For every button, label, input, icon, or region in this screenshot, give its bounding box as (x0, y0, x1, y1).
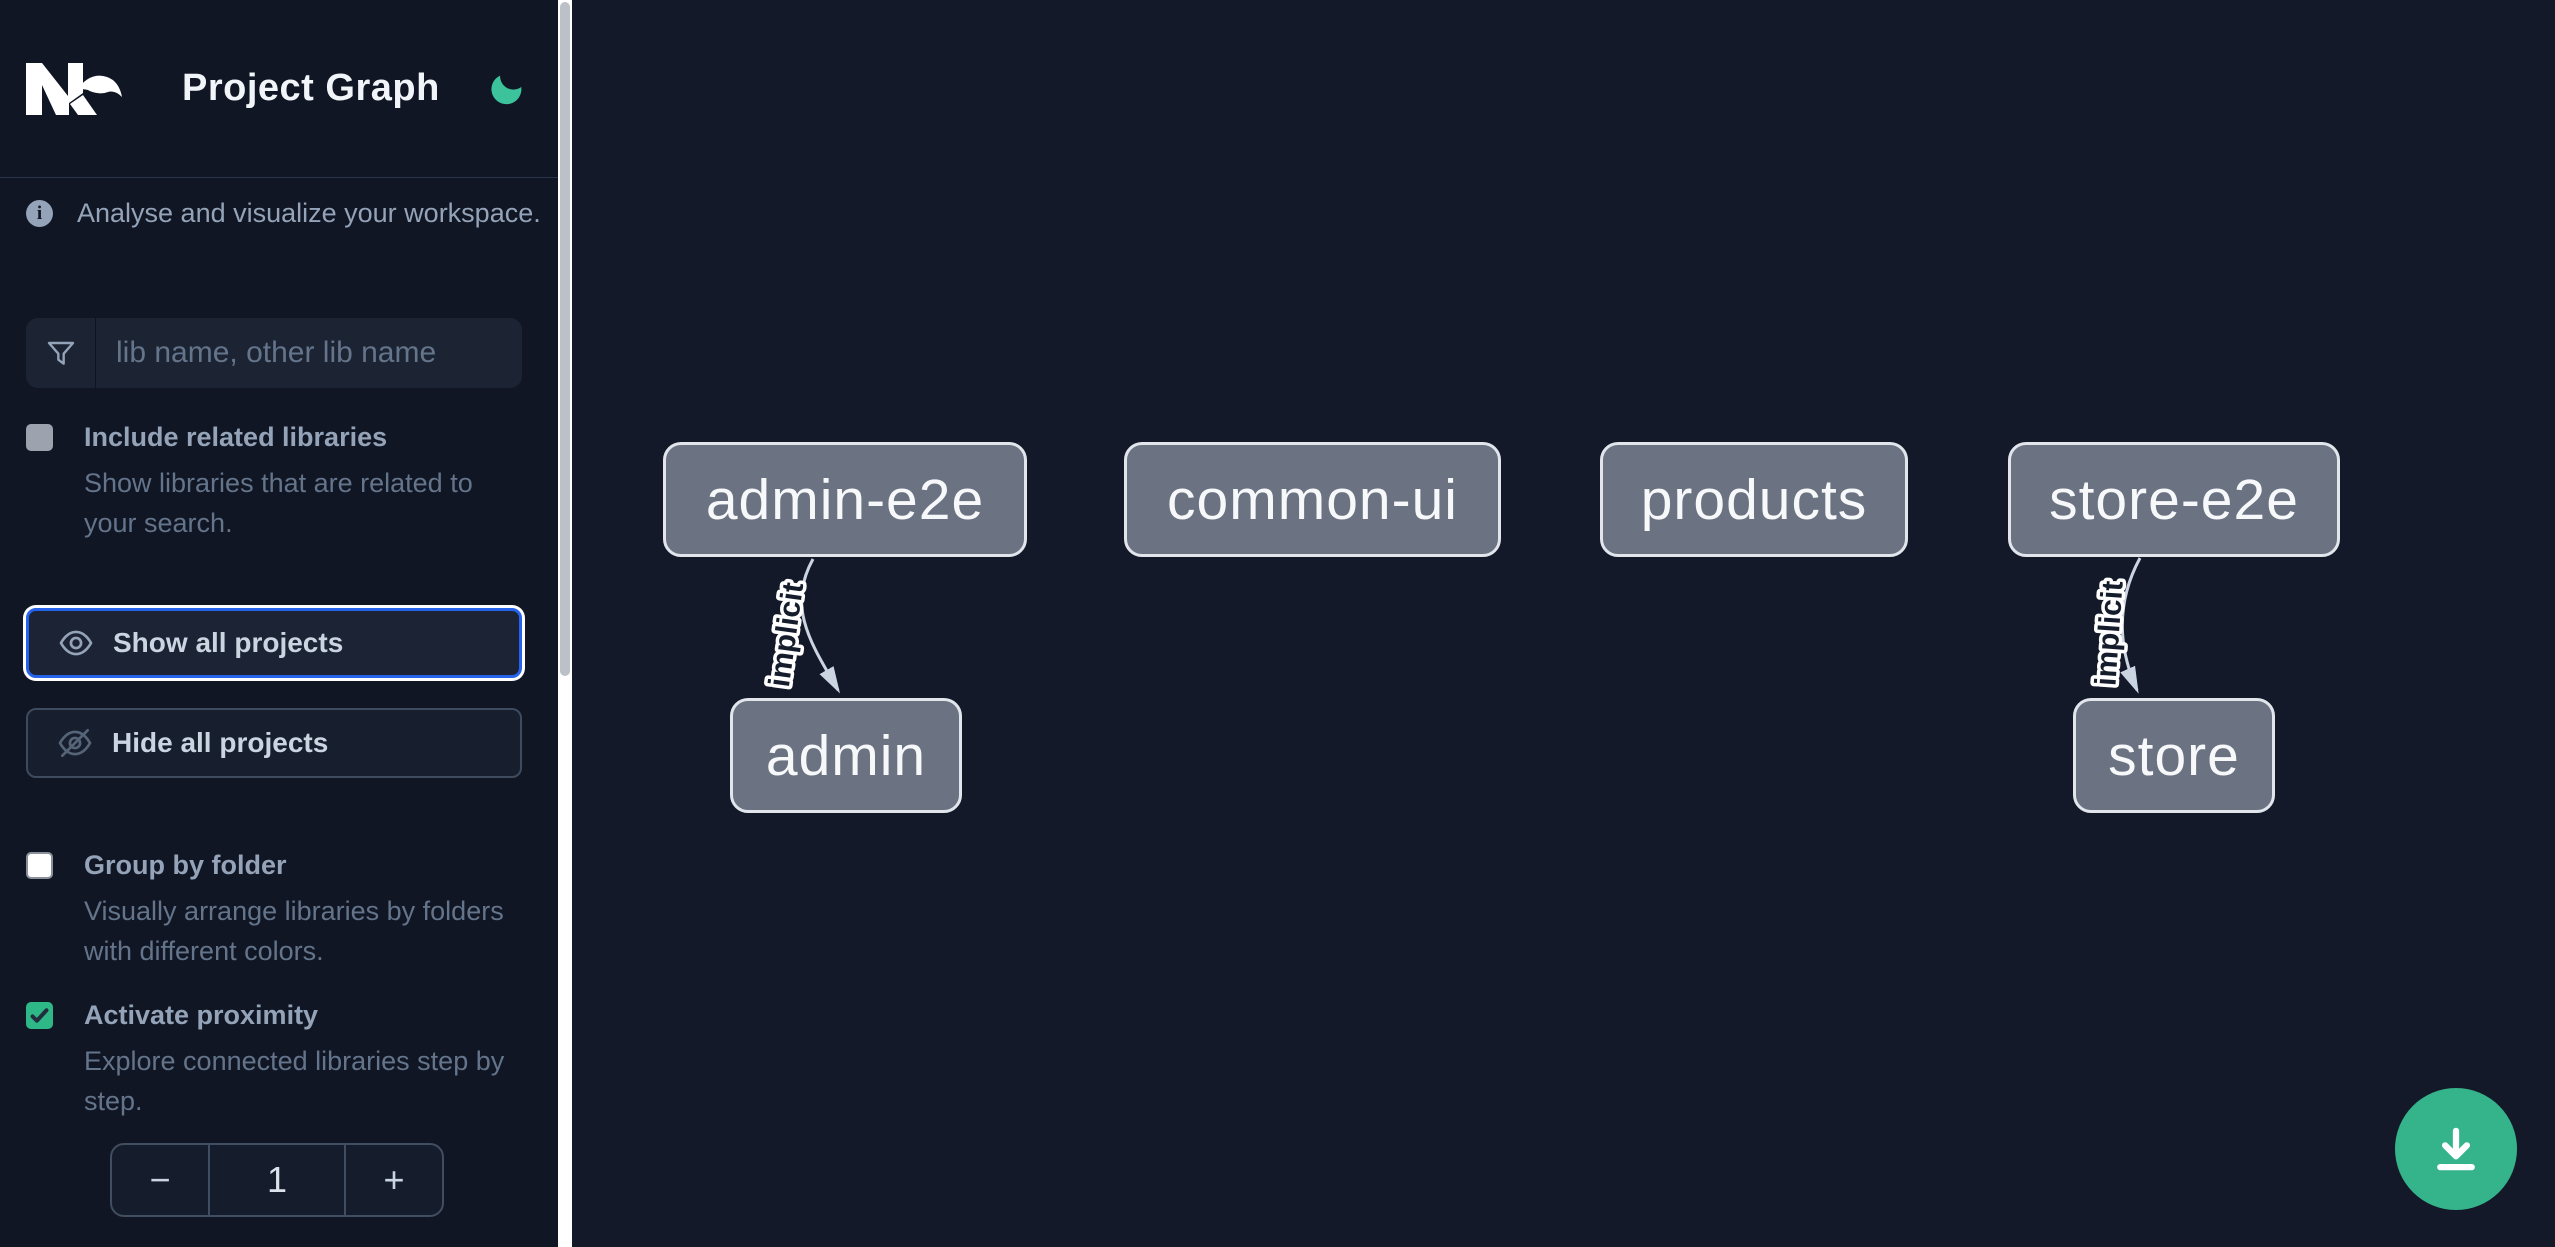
edge-label-implicit-1: implicit (763, 580, 810, 689)
eye-off-icon (56, 724, 94, 762)
edge-admin-e2e-to-admin (800, 558, 841, 694)
node-products[interactable]: products (1600, 442, 1908, 557)
graph-canvas[interactable]: implicit implicit admin-e2e common-ui pr… (572, 0, 2555, 1247)
scrollbar-thumb[interactable] (560, 2, 570, 676)
decrement-button[interactable]: − (112, 1145, 208, 1215)
toggle-group-by-folder: Group by folder Visually arrange librari… (26, 850, 526, 971)
node-label: products (1640, 467, 1868, 532)
toggle-include-related: Include related libraries Show libraries… (26, 422, 526, 543)
group-by-folder-checkbox[interactable] (26, 852, 53, 879)
sidebar-header: Project Graph (0, 0, 558, 178)
edge-label-implicit-2: implicit (2089, 580, 2129, 687)
info-text: Analyse and visualize your workspace. (77, 198, 541, 228)
eye-icon (57, 624, 95, 662)
page-title: Project Graph (182, 67, 440, 109)
theme-toggle-button[interactable] (484, 67, 528, 111)
node-admin[interactable]: admin (730, 698, 962, 813)
node-label: store-e2e (2049, 467, 2299, 532)
show-all-projects-label: Show all projects (113, 627, 344, 658)
show-all-projects-button[interactable]: Show all projects (26, 608, 522, 678)
node-admin-e2e[interactable]: admin-e2e (663, 442, 1027, 557)
hide-all-projects-label: Hide all projects (112, 727, 329, 758)
node-store[interactable]: store (2073, 698, 2275, 813)
edge-store-e2e-to-store (2120, 557, 2142, 694)
sidebar: Project Graph i Analyse and visualize yo… (0, 0, 572, 1247)
node-label: common-ui (1167, 467, 1458, 532)
download-graph-button[interactable] (2395, 1088, 2517, 1210)
download-icon (2437, 1127, 2475, 1171)
group-by-folder-label: Group by folder (84, 850, 287, 880)
proximity-depth-stepper: − 1 + (110, 1143, 444, 1217)
include-related-checkbox[interactable] (26, 424, 53, 451)
workspace-info: i Analyse and visualize your workspace. (26, 198, 541, 229)
node-store-e2e[interactable]: store-e2e (2008, 442, 2340, 557)
increment-button[interactable]: + (346, 1145, 442, 1215)
node-label: store (2108, 723, 2240, 788)
moon-icon (491, 75, 522, 104)
hide-all-projects-button[interactable]: Hide all projects (26, 708, 522, 778)
node-label: admin-e2e (705, 467, 985, 532)
sidebar-scrollbar[interactable] (558, 0, 572, 1247)
node-label: admin (765, 723, 927, 788)
filter-search-box (26, 318, 522, 388)
activate-proximity-checkbox[interactable] (26, 1002, 53, 1029)
node-common-ui[interactable]: common-ui (1124, 442, 1501, 557)
include-related-label: Include related libraries (84, 422, 388, 452)
dependency-edges: implicit implicit (759, 557, 2142, 694)
check-icon (30, 1008, 49, 1023)
nx-logo (26, 62, 122, 115)
filter-icon (26, 318, 96, 388)
search-input[interactable] (96, 318, 522, 388)
info-icon: i (26, 200, 53, 227)
toggle-activate-proximity: Activate proximity Explore connected lib… (26, 1000, 526, 1121)
group-by-folder-description: Visually arrange libraries by folders wi… (84, 896, 504, 966)
activate-proximity-label: Activate proximity (84, 1000, 319, 1030)
activate-proximity-description: Explore connected libraries step by step… (84, 1046, 505, 1116)
include-related-description: Show libraries that are related to your … (84, 468, 473, 538)
stepper-value: 1 (208, 1145, 346, 1215)
